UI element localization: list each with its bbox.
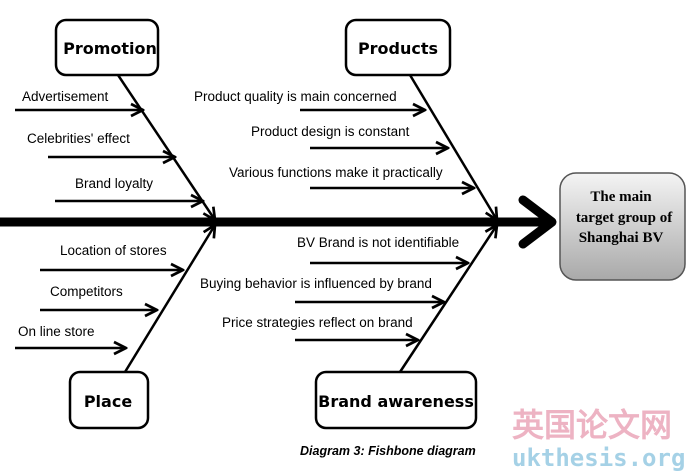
cause-label: Competitors bbox=[50, 284, 123, 299]
cause-label: Celebrities' effect bbox=[27, 131, 130, 146]
spine-arrowhead bbox=[518, 195, 557, 249]
effect-line-1: The main bbox=[590, 189, 652, 205]
watermark-chinese: 英国论文网 bbox=[512, 406, 672, 444]
brand-awareness-bone bbox=[398, 225, 497, 373]
watermark-latin: ukthesis.org bbox=[512, 444, 685, 472]
cause-label: Product design is constant bbox=[251, 124, 410, 139]
brand-awareness-box: Brand awareness bbox=[314, 370, 478, 430]
place-box: Place bbox=[68, 370, 150, 430]
cause-label: Brand loyalty bbox=[75, 176, 153, 191]
caption: Diagram 3: Fishbone diagram bbox=[300, 444, 476, 458]
cause-label: Price strategies reflect on brand bbox=[222, 315, 413, 330]
brand-awareness-label: Brand awareness bbox=[318, 392, 474, 411]
effect-line-3: Shanghai BV bbox=[579, 230, 664, 246]
cause-label: Product quality is main concerned bbox=[194, 89, 397, 104]
effect-box: The main target group of Shanghai BV bbox=[559, 172, 686, 281]
cause-label: BV Brand is not identifiable bbox=[297, 235, 459, 250]
cause-label: Various functions make it practically bbox=[229, 165, 443, 180]
cause-label: Location of stores bbox=[60, 243, 167, 258]
cause-label: Advertisement bbox=[22, 89, 109, 104]
place-bone bbox=[123, 225, 215, 373]
cause-label: Buying behavior is influenced by brand bbox=[200, 276, 432, 291]
promotion-box: Promotion bbox=[54, 18, 160, 77]
products-box: Products bbox=[344, 18, 452, 77]
cause-label: On line store bbox=[18, 324, 95, 339]
products-bone bbox=[408, 74, 497, 220]
products-label: Products bbox=[358, 39, 438, 58]
place-label: Place bbox=[84, 392, 132, 411]
promotion-label: Promotion bbox=[63, 39, 157, 58]
effect-line-2: target group of bbox=[576, 210, 673, 226]
